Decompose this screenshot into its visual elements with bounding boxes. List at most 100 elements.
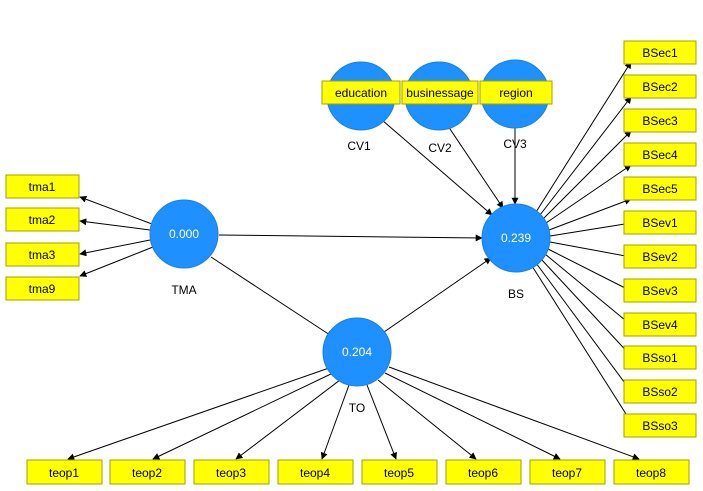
indicator-bsec3-box xyxy=(623,108,697,133)
indicator-bsev1-label: BSev1 xyxy=(642,216,678,230)
indicator-bsec4[interactable]: BSec4 xyxy=(623,142,697,167)
latent-tma-value: 0.000 xyxy=(169,227,199,241)
loading-bs-bsev3[interactable] xyxy=(547,248,632,292)
latent-tma-circle xyxy=(149,199,219,269)
latent-tma[interactable]: 0.000 TMA xyxy=(149,199,219,297)
indicator-teop7[interactable]: teop7 xyxy=(529,459,606,485)
indicator-bsec5-label: BSec5 xyxy=(642,182,678,196)
path-cv2-to-bs[interactable] xyxy=(447,125,504,209)
indicator-tma1[interactable]: tma1 xyxy=(5,174,80,199)
latent-to[interactable]: 0.204 TO xyxy=(322,317,392,415)
indicator-tma2-label: tma2 xyxy=(29,213,56,227)
indicator-teop6[interactable]: teop6 xyxy=(445,459,522,485)
latent-cv2-label: CV2 xyxy=(428,141,452,155)
indicator-bsso1-label: BSso1 xyxy=(642,351,678,365)
indicator-teop8-box xyxy=(613,459,690,485)
latent-bs[interactable]: 0.239 BS xyxy=(481,203,551,301)
indicator-tma3-label: tma3 xyxy=(29,248,56,262)
indicator-tma3[interactable]: tma3 xyxy=(5,242,80,267)
indicator-teop4-label: teop4 xyxy=(300,466,330,480)
loading-to-teop8[interactable] xyxy=(388,366,640,461)
indicator-tma2-box xyxy=(5,207,80,232)
indicator-bsec1-box xyxy=(623,40,697,65)
latent-cv3[interactable]: region CV3 xyxy=(479,59,553,151)
indicator-bsec1[interactable]: BSec1 xyxy=(623,40,697,65)
indicator-teop6-box xyxy=(445,459,522,485)
indicator-teop3-label: teop3 xyxy=(216,466,246,480)
indicator-bsev1[interactable]: BSev1 xyxy=(623,210,697,235)
loading-tma-tma2[interactable] xyxy=(79,218,151,231)
indicator-education-label: education xyxy=(335,86,387,100)
loading-bs-bsso1[interactable] xyxy=(540,258,634,359)
indicator-bsev4-label: BSev4 xyxy=(642,318,678,332)
loading-to-teop2[interactable] xyxy=(152,372,334,460)
latent-to-circle xyxy=(322,317,392,387)
indicator-bsev3[interactable]: BSev3 xyxy=(623,278,697,303)
loading-bs-bsso3[interactable] xyxy=(531,265,634,426)
latent-cv3-label: CV3 xyxy=(503,137,527,151)
indicator-teop2-box xyxy=(109,459,186,485)
loading-tma-tma1[interactable] xyxy=(79,195,153,225)
indicator-bsec2-label: BSec2 xyxy=(642,80,678,94)
path-to-to-bs[interactable] xyxy=(383,257,492,333)
indicator-bsso3[interactable]: BSso3 xyxy=(623,413,697,438)
loading-to-teop4[interactable] xyxy=(320,384,350,460)
latent-cv2[interactable]: businessage CV2 xyxy=(401,61,479,155)
loading-tma-tma9[interactable] xyxy=(79,246,154,277)
loading-bs-bsec5[interactable] xyxy=(548,197,632,231)
indicator-bsso3-label: BSso3 xyxy=(642,419,678,433)
loading-tma-tma3[interactable] xyxy=(79,239,151,257)
loading-bs-bsso2[interactable] xyxy=(535,262,634,395)
loading-bs-bsec1[interactable] xyxy=(535,61,632,213)
loading-bs-bsev4[interactable] xyxy=(544,253,632,326)
latent-to-label: TO xyxy=(349,401,365,415)
indicator-bsev2-box xyxy=(623,244,697,269)
indicator-tma9[interactable]: tma9 xyxy=(5,276,80,301)
loading-to-teop1[interactable] xyxy=(67,367,330,461)
indicator-tma3-box xyxy=(5,242,80,267)
indicator-bsec5[interactable]: BSec5 xyxy=(623,176,697,201)
indicator-bsec1-label: BSec1 xyxy=(642,46,678,60)
indicator-teop1-box xyxy=(26,459,103,485)
indicator-bsec3-label: BSec3 xyxy=(642,114,678,128)
latent-bs-label: BS xyxy=(508,287,524,301)
indicator-teop8[interactable]: teop8 xyxy=(613,459,690,485)
indicator-teop5[interactable]: teop5 xyxy=(361,459,438,485)
loading-bs-bsev2[interactable] xyxy=(549,241,632,260)
path-tma-to-to[interactable] xyxy=(210,256,334,338)
indicator-bsec5-box xyxy=(623,176,697,201)
indicator-teop1[interactable]: teop1 xyxy=(26,459,103,485)
indicator-bsev2[interactable]: BSev2 xyxy=(623,244,697,269)
indicator-bsso2[interactable]: BSso2 xyxy=(623,379,697,404)
loading-bs-bsec3[interactable] xyxy=(542,130,632,220)
loading-bs-bsev1[interactable] xyxy=(549,220,632,237)
path-tma-to-bs[interactable] xyxy=(218,234,483,242)
loading-bs-bsec2[interactable] xyxy=(539,96,632,216)
indicator-tma2[interactable]: tma2 xyxy=(5,207,80,232)
latent-cv1[interactable]: education CV1 xyxy=(321,61,401,153)
loading-to-teop3[interactable] xyxy=(235,379,341,460)
latent-bs-value: 0.239 xyxy=(501,231,531,245)
loading-to-teop5[interactable] xyxy=(366,384,397,460)
indicator-teop3[interactable]: teop3 xyxy=(193,459,270,485)
indicator-bsso1-box xyxy=(623,345,697,370)
indicator-bsev4[interactable]: BSev4 xyxy=(623,312,697,337)
indicator-teop8-label: teop8 xyxy=(636,466,666,480)
indicator-teop4-box xyxy=(277,459,354,485)
indicator-teop2[interactable]: teop2 xyxy=(109,459,186,485)
loading-to-teop7[interactable] xyxy=(384,372,561,460)
indicator-bsso1[interactable]: BSso1 xyxy=(623,345,697,370)
indicator-bsec4-box xyxy=(623,142,697,167)
path-cv1-to-bs[interactable] xyxy=(381,119,493,216)
indicator-bsec4-label: BSec4 xyxy=(642,148,678,162)
loading-bs-bsec4[interactable] xyxy=(545,164,632,224)
indicator-bsso2-label: BSso2 xyxy=(642,385,678,399)
loading-to-teop6[interactable] xyxy=(377,379,477,460)
indicator-bsec3[interactable]: BSec3 xyxy=(623,108,697,133)
indicator-teop4[interactable]: teop4 xyxy=(277,459,354,485)
indicator-teop3-box xyxy=(193,459,270,485)
latent-tma-label: TMA xyxy=(171,283,196,297)
indicator-bsec2[interactable]: BSec2 xyxy=(623,74,697,99)
indicator-teop7-box xyxy=(529,459,606,485)
indicator-teop1-label: teop1 xyxy=(49,466,79,480)
